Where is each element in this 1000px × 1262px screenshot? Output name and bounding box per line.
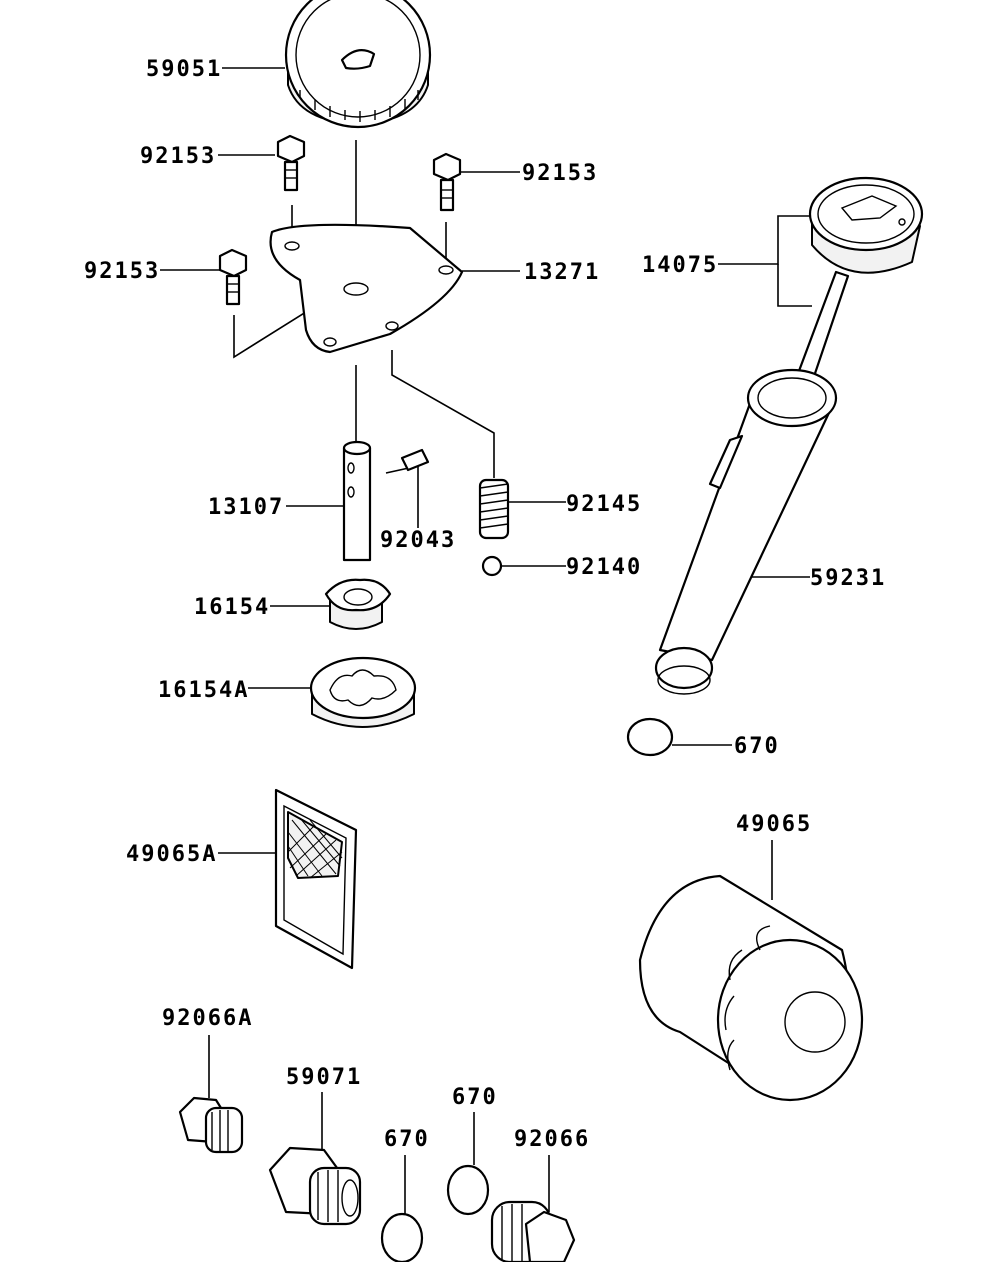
label-fitting: 59071 [286,1065,362,1090]
label-oring-mid: 670 [452,1085,498,1110]
label-gear: 59051 [146,57,222,82]
label-oring-left: 670 [384,1127,430,1152]
label-plate: 13271 [524,260,600,285]
drain-plug-part [490,1200,576,1262]
outer-rotor [309,656,417,728]
label-filler-tube: 59231 [810,566,886,591]
gear-part [284,0,432,129]
label-ball: 92140 [566,555,642,580]
pump-shaft [342,440,372,562]
label-dipstick: 14075 [642,253,718,278]
bolt-part-c [218,248,248,306]
inner-rotor [324,578,392,630]
plug-a-part [178,1096,244,1154]
label-bolt-a: 92153 [140,144,216,169]
ball-part [481,555,503,577]
oring-left-part [380,1212,424,1262]
fitting-part [268,1146,362,1226]
label-screen: 49065A [126,842,217,867]
label-shaft: 13107 [208,495,284,520]
label-bolt-b: 92153 [522,161,598,186]
label-oring-tube: 670 [734,734,780,759]
label-bolt-c: 92153 [84,259,160,284]
oil-filter-part [638,874,864,1102]
label-spring: 92145 [566,492,642,517]
label-inner-rotor: 16154 [194,595,270,620]
label-outer-rotor: 16154A [158,678,249,703]
pump-cover-plate [269,223,464,354]
label-pin: 92043 [380,528,456,553]
oil-filler-tube [654,368,838,695]
oil-screen-part [274,788,358,970]
label-drain-plug: 92066 [514,1127,590,1152]
spring-part [478,478,510,540]
oring-mid-part [446,1164,490,1216]
oring-tube-part [626,717,674,757]
bolt-part-b [432,152,462,212]
label-oil-filter: 49065 [736,812,812,837]
dipstick-part [788,176,924,402]
pin-part [400,448,430,472]
label-plug-a: 92066A [162,1006,253,1031]
bolt-part-a [276,134,306,192]
part-labels: 59051 92153 92153 92153 13271 14075 1310… [84,57,886,1152]
leader-lines [160,67,812,1215]
